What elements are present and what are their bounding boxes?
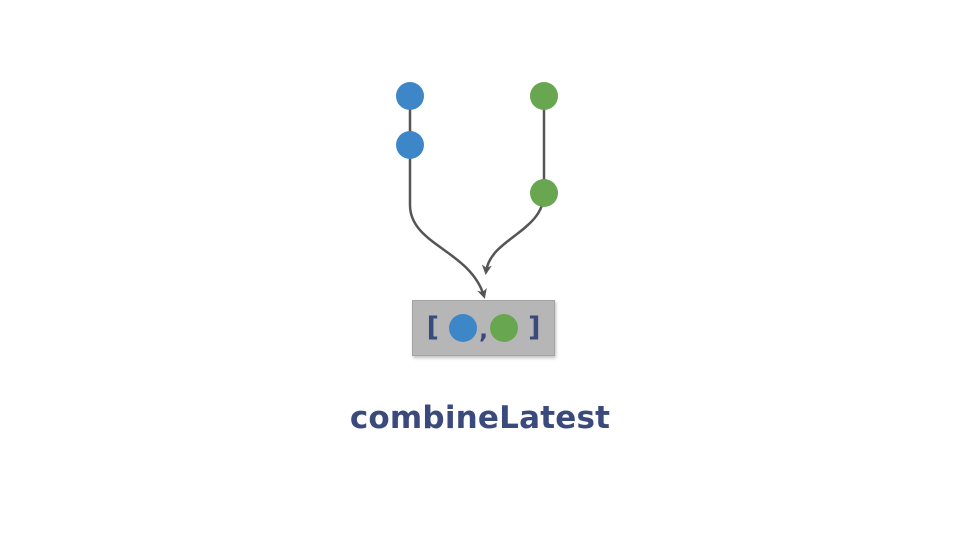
stream-b-merge-arrow [481, 192, 546, 275]
combined-output-box: [ , ] [412, 300, 555, 356]
green-marble [490, 314, 519, 342]
stream-a-marble-2 [396, 131, 424, 159]
stream-b-marble-2 [530, 179, 558, 207]
close-bracket: ] [528, 311, 541, 343]
stream-b-marble-1 [530, 82, 558, 110]
blue-marble [448, 314, 477, 342]
separator-comma: , [478, 316, 489, 344]
stream-a-merge-arrow [408, 204, 487, 299]
operator-title: combineLatest [349, 400, 611, 436]
stream-a-marble-1 [396, 82, 424, 110]
open-bracket: [ [426, 311, 439, 343]
